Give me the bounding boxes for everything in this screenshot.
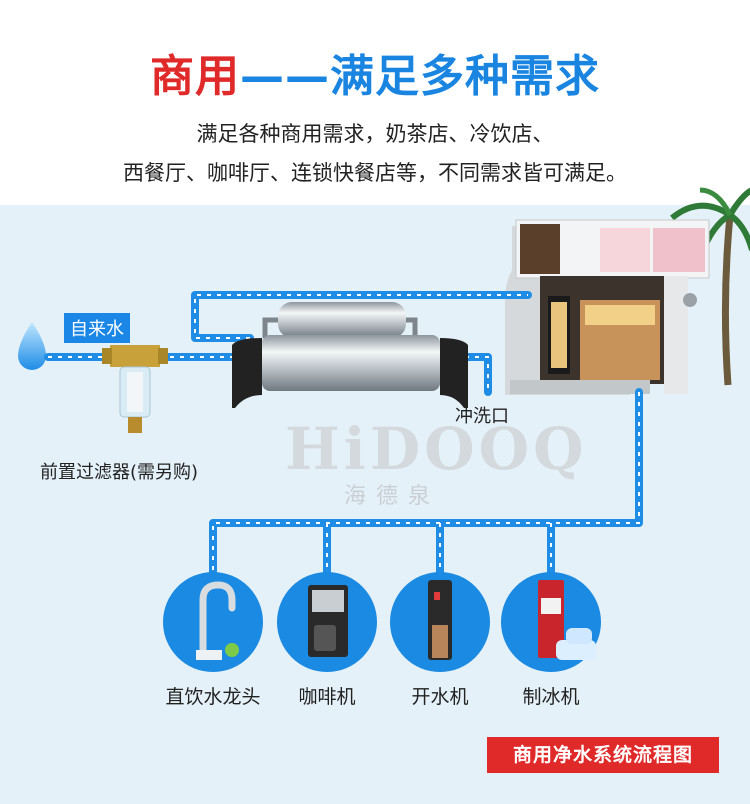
subtitle-line-1: 满足各种商用需求，奶茶店、冷饮店、: [196, 122, 554, 146]
tap-water-label: 自来水: [64, 313, 130, 343]
coffee-machine-icon: [308, 585, 348, 657]
endpoint-icemaker: [501, 572, 601, 672]
title-red: 商用: [150, 51, 240, 102]
water-drop-icon: [18, 322, 46, 370]
flush-port-label: 冲洗口: [455, 406, 509, 427]
endpoint-label: 制冰机: [522, 686, 580, 708]
diagram-badge: 商用净水系统流程图: [487, 737, 719, 773]
shop-illustration: [505, 219, 710, 395]
watermark-logo: HiDOOQ: [285, 415, 588, 483]
subtitle-line-2: 西餐厅、咖啡厅、连锁快餐店等，不同需求皆可满足。: [123, 161, 627, 185]
title-blue: 满足多种需求: [330, 51, 600, 102]
palm-tree-icon: [670, 187, 750, 386]
endpoint-label: 咖啡机: [298, 686, 356, 708]
water-flow-markers: [48, 294, 640, 572]
endpoint-dispenser: [390, 572, 490, 672]
header-section: 商用——满足多种需求 满足各种商用需求，奶茶店、冷饮店、 西餐厅、咖啡厅、连锁快…: [0, 0, 750, 205]
water-dispenser-icon: [428, 580, 452, 660]
page-title: 商用——满足多种需求: [0, 40, 750, 104]
endpoint-label: 直饮水龙头: [165, 686, 261, 708]
main-purifier-icon: [232, 302, 468, 408]
title-dash: ——: [240, 51, 330, 102]
faucet-icon: [196, 581, 239, 660]
ice-maker-icon: [538, 580, 596, 660]
endpoint-faucet: [163, 572, 263, 672]
endpoint-label: 开水机: [411, 686, 469, 708]
pre-filter-icon: [102, 345, 168, 433]
watermark-name: 海德泉: [344, 484, 441, 509]
endpoint-coffee: [277, 572, 377, 672]
pre-filter-label: 前置过滤器(需另购): [40, 462, 199, 483]
